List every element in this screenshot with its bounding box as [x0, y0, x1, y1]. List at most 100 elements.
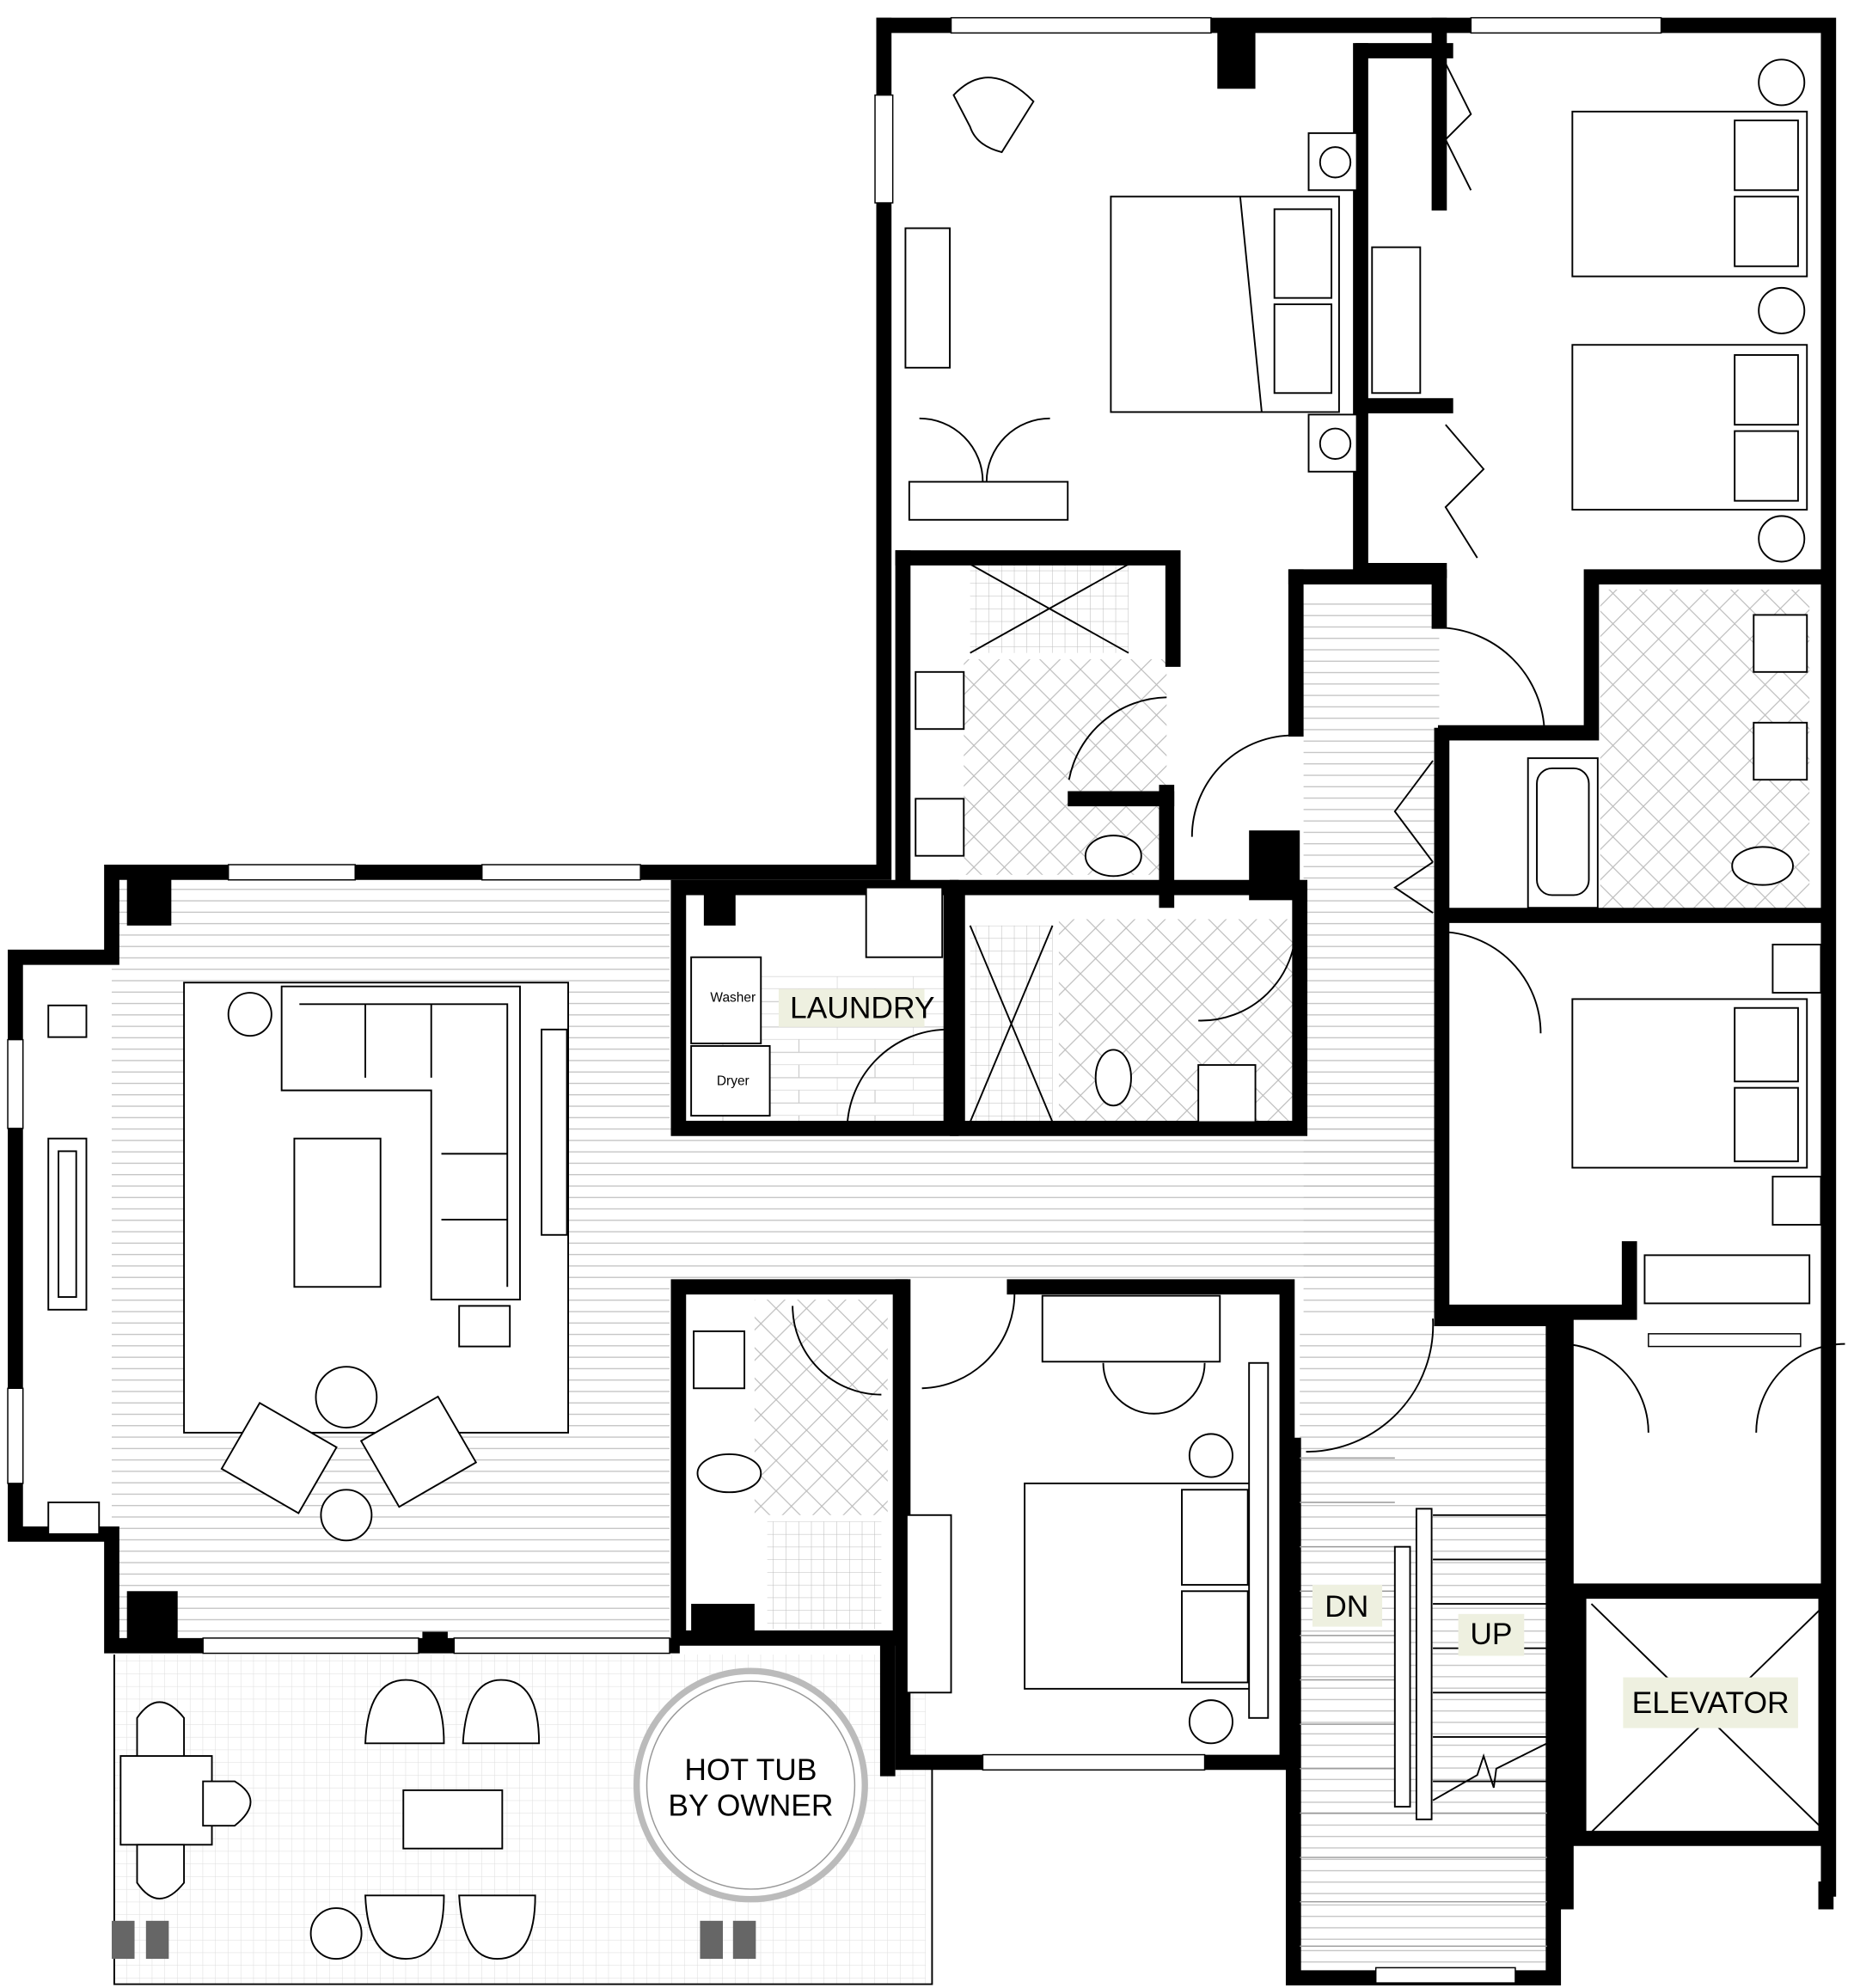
windows: [7, 16, 1802, 1984]
lamp: [1319, 427, 1352, 460]
stairs: DN UP: [1300, 1457, 1548, 1948]
window: [950, 16, 1212, 34]
bedroom-nw: [904, 76, 1358, 521]
side-table: [309, 1907, 363, 1960]
dresser: [1371, 246, 1422, 395]
dresser: [1643, 1254, 1811, 1305]
closet-shelf: [1041, 1294, 1221, 1363]
window: [7, 1387, 24, 1484]
toilet: [1084, 835, 1142, 878]
bedroom-south: [905, 1294, 1270, 1745]
lounge-chair: [462, 1679, 541, 1745]
door-swing: [921, 1290, 1016, 1390]
dresser: [905, 1514, 952, 1694]
door-swing: [1439, 627, 1545, 733]
coffee-table: [402, 1789, 504, 1850]
hall-floor-east: [1303, 596, 1440, 1319]
washer: [690, 956, 762, 1044]
pillow: [1181, 1489, 1249, 1586]
stair-handrail: [1393, 1545, 1411, 1808]
bifold-doors: [1393, 760, 1434, 914]
bath2-floor: [1058, 919, 1294, 1122]
floor-lamp: [227, 992, 272, 1037]
laundry-sink: [865, 886, 944, 958]
armchair: [220, 1401, 338, 1514]
sink: [1753, 614, 1808, 673]
nightstand: [1771, 944, 1822, 994]
pillow: [1273, 208, 1333, 299]
patio-chair: [136, 1844, 186, 1899]
nightstand: [1771, 1175, 1822, 1226]
toilet: [1094, 1049, 1132, 1107]
bedrooms: [904, 58, 1822, 1745]
shower4-tile: [767, 1521, 882, 1630]
lounge-chair: [364, 1679, 445, 1745]
hot-tub-label-line2: BY OWNER: [668, 1788, 833, 1822]
living-room: [47, 982, 569, 1542]
lamp: [1319, 146, 1352, 179]
stair-handrail: [1415, 1508, 1433, 1820]
closet-doors: [1102, 1362, 1206, 1415]
door-swing: [1068, 696, 1167, 780]
laundry-room: Washer Dryer LAUNDRY: [690, 956, 935, 1117]
bathrooms: [693, 563, 1827, 1833]
floor-lamp: [320, 1489, 373, 1542]
lamp: [1758, 515, 1806, 563]
window: [7, 1038, 24, 1129]
bedroom-ne: [1371, 58, 1808, 563]
fireplace-insert: [58, 1150, 77, 1299]
door-swing: [1559, 1343, 1649, 1433]
pillow: [1273, 303, 1333, 395]
dryer-label: Dryer: [717, 1074, 750, 1089]
patio-chair: [202, 1780, 252, 1827]
door-swing: [1190, 734, 1296, 837]
patio: HOT TUB BY OWNER: [111, 1655, 933, 1985]
patio-chair: [136, 1701, 186, 1758]
lounge-chair: [364, 1894, 445, 1960]
sink: [1753, 721, 1808, 781]
window: [982, 1753, 1206, 1771]
bath1-floor: [964, 659, 1167, 875]
window: [202, 1637, 419, 1655]
sofa-cushions: [299, 1003, 509, 1288]
door-swing: [1755, 1343, 1845, 1433]
pillow: [1734, 195, 1799, 267]
door-swing: [1306, 1318, 1435, 1453]
elevator: ELEVATOR: [1623, 1677, 1798, 1728]
patio-table: [119, 1755, 213, 1846]
bedroom-east: [1571, 944, 1822, 1305]
toilet: [696, 1453, 762, 1494]
pillow: [1734, 430, 1799, 502]
bath4-floor: [754, 1300, 888, 1515]
chair: [47, 1502, 101, 1535]
toilet: [1731, 846, 1794, 886]
planter: [700, 1920, 724, 1960]
pillow: [1181, 1590, 1249, 1684]
window: [874, 94, 894, 204]
washer-label: Washer: [710, 990, 756, 1005]
window: [480, 864, 641, 881]
door-swing: [1198, 925, 1297, 1022]
side-table: [315, 1366, 378, 1428]
planter: [732, 1920, 756, 1960]
window: [1648, 1333, 1802, 1348]
planter: [145, 1920, 169, 1960]
window: [227, 864, 356, 881]
window: [1374, 1967, 1516, 1984]
door-swing: [792, 1306, 882, 1396]
console-table: [541, 1028, 568, 1236]
lounge-chair: [458, 1894, 536, 1960]
bifold-doors: [1444, 63, 1485, 559]
door-swing: [1439, 931, 1542, 1034]
doors: [792, 63, 1845, 1453]
door-swing: [846, 1028, 945, 1129]
chair: [952, 76, 1035, 154]
stair-down-label: DN: [1325, 1589, 1368, 1624]
sink: [915, 670, 965, 731]
window: [453, 1637, 670, 1655]
dryer: [690, 1045, 771, 1117]
dresser: [904, 227, 951, 369]
elevator-label: ELEVATOR: [1632, 1685, 1790, 1720]
window: [1470, 16, 1662, 34]
